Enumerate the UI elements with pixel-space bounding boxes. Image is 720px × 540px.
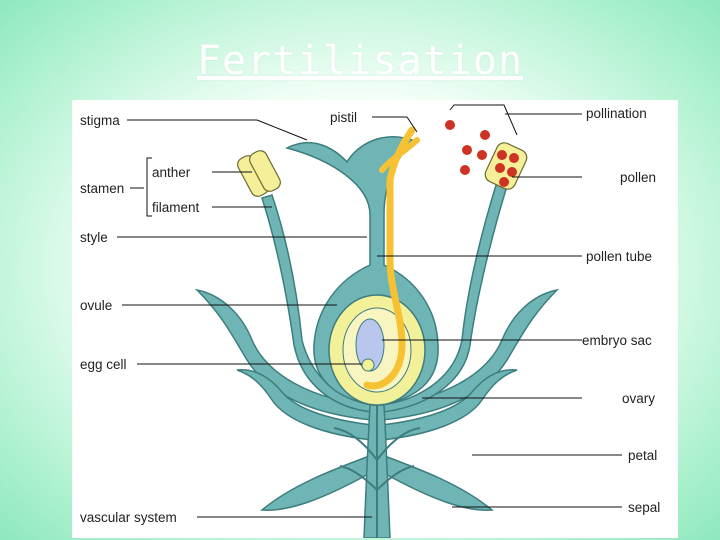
petal-left-inner xyxy=(236,369,373,441)
flower-diagram-svg: stigma pistil pollination stamen anther … xyxy=(80,104,660,538)
leader-lines xyxy=(117,113,622,518)
label-filament: filament xyxy=(152,200,200,215)
sepal-left xyxy=(260,453,373,511)
label-egg-cell: egg cell xyxy=(80,357,127,372)
label-stigma: stigma xyxy=(80,113,120,128)
sepal-right xyxy=(381,453,494,511)
label-petal: petal xyxy=(628,448,657,463)
vascular-vein xyxy=(333,400,421,538)
label-pollen: pollen xyxy=(620,170,656,185)
pollen-grains xyxy=(445,120,490,175)
anther-left xyxy=(237,150,281,197)
label-embryo-sac: embryo sac xyxy=(582,333,652,348)
pollen-tube-branch xyxy=(379,137,420,173)
label-pollination: pollination xyxy=(586,106,647,121)
anther-right xyxy=(484,142,528,190)
petal-right-inner xyxy=(381,369,518,441)
label-pollen-tube: pollen tube xyxy=(586,249,652,264)
label-ovule: ovule xyxy=(80,298,112,313)
pollination-bracket xyxy=(449,104,518,136)
label-sepal: sepal xyxy=(628,500,660,515)
egg-cell-shape xyxy=(361,358,375,372)
label-style: style xyxy=(80,230,108,245)
flower-diagram: stigma pistil pollination stamen anther … xyxy=(72,100,678,538)
label-vascular-system: vascular system xyxy=(80,510,177,525)
label-ovary: ovary xyxy=(622,391,655,406)
label-pistil: pistil xyxy=(330,110,357,125)
label-stamen: stamen xyxy=(80,181,124,196)
slide-title: Fertilisation xyxy=(196,38,524,84)
label-anther: anther xyxy=(152,165,191,180)
